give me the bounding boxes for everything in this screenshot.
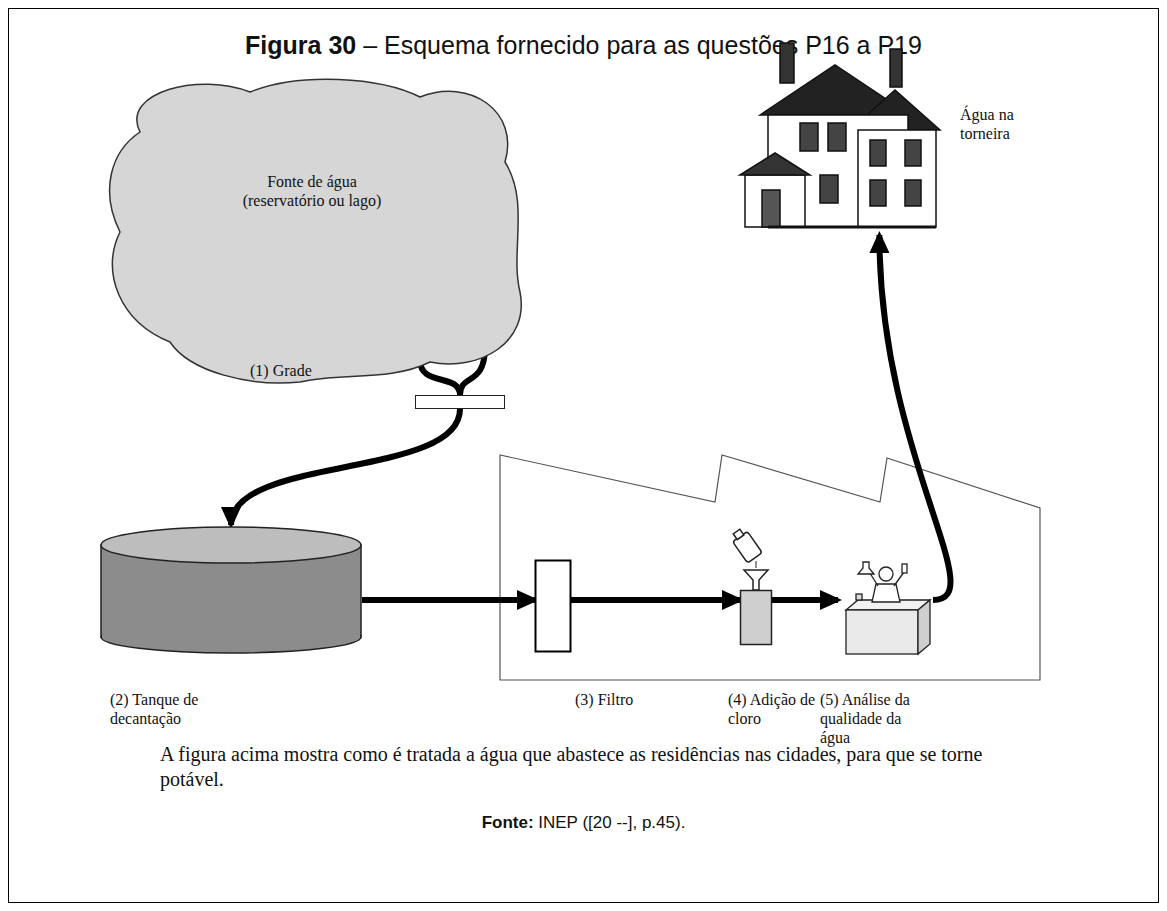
stage-label: (3) Filtro (575, 690, 675, 709)
settling-tank-outline (100, 525, 362, 655)
flow-arrow (772, 600, 838, 601)
figure-frame (9, 9, 1159, 903)
screen-grid-outline (415, 395, 505, 409)
screen-grid: (1) Grade (415, 395, 505, 409)
chlorine-tank-outline (740, 590, 772, 645)
stage-label: (2) Tanque de decantação (110, 690, 225, 728)
flow-arrow (571, 600, 740, 601)
source-label: Fonte de água (reservatório ou lago) (227, 172, 397, 210)
filter: (3) Filtro (535, 560, 571, 652)
source-caption: Fonte: INEP ([20 --], p.45). (0, 812, 1167, 833)
flow-line (362, 597, 535, 603)
flow-line (571, 597, 740, 603)
flow-line (231, 409, 460, 525)
chlorine-tank: (4) Adição de cloro (740, 590, 772, 645)
plant-building (500, 455, 1040, 680)
flow-line (772, 597, 838, 603)
flow-arrow (231, 409, 460, 525)
settling-tank: (2) Tanque de decantação (100, 525, 362, 655)
stage-label: Água na torneira (960, 105, 1035, 143)
figure-title: Figura 30 – Esquema fornecido para as qu… (0, 30, 1167, 60)
quality-lab-outline (838, 560, 933, 655)
flow-line (879, 235, 950, 600)
flow-arrow (879, 235, 950, 600)
stage-label: (4) Adição de cloro (728, 690, 833, 728)
quality-lab: (5) Análise da qualidade da água (838, 560, 933, 655)
water-source-cloud-outline (100, 72, 525, 387)
description-text: A figura acima mostra como é tratada a á… (160, 742, 1030, 792)
stage-label: (1) Grade (250, 361, 360, 380)
flow-line (420, 360, 460, 395)
filter-outline (535, 560, 571, 652)
house-outline (740, 35, 945, 235)
chlorine-bottle (729, 526, 768, 590)
water-source-cloud: Fonte de água (reservatório ou lago) (100, 72, 525, 387)
flow-arrow (362, 600, 535, 601)
stage-label: (5) Análise da qualidade da água (820, 690, 932, 747)
house: Água na torneira (740, 35, 945, 235)
